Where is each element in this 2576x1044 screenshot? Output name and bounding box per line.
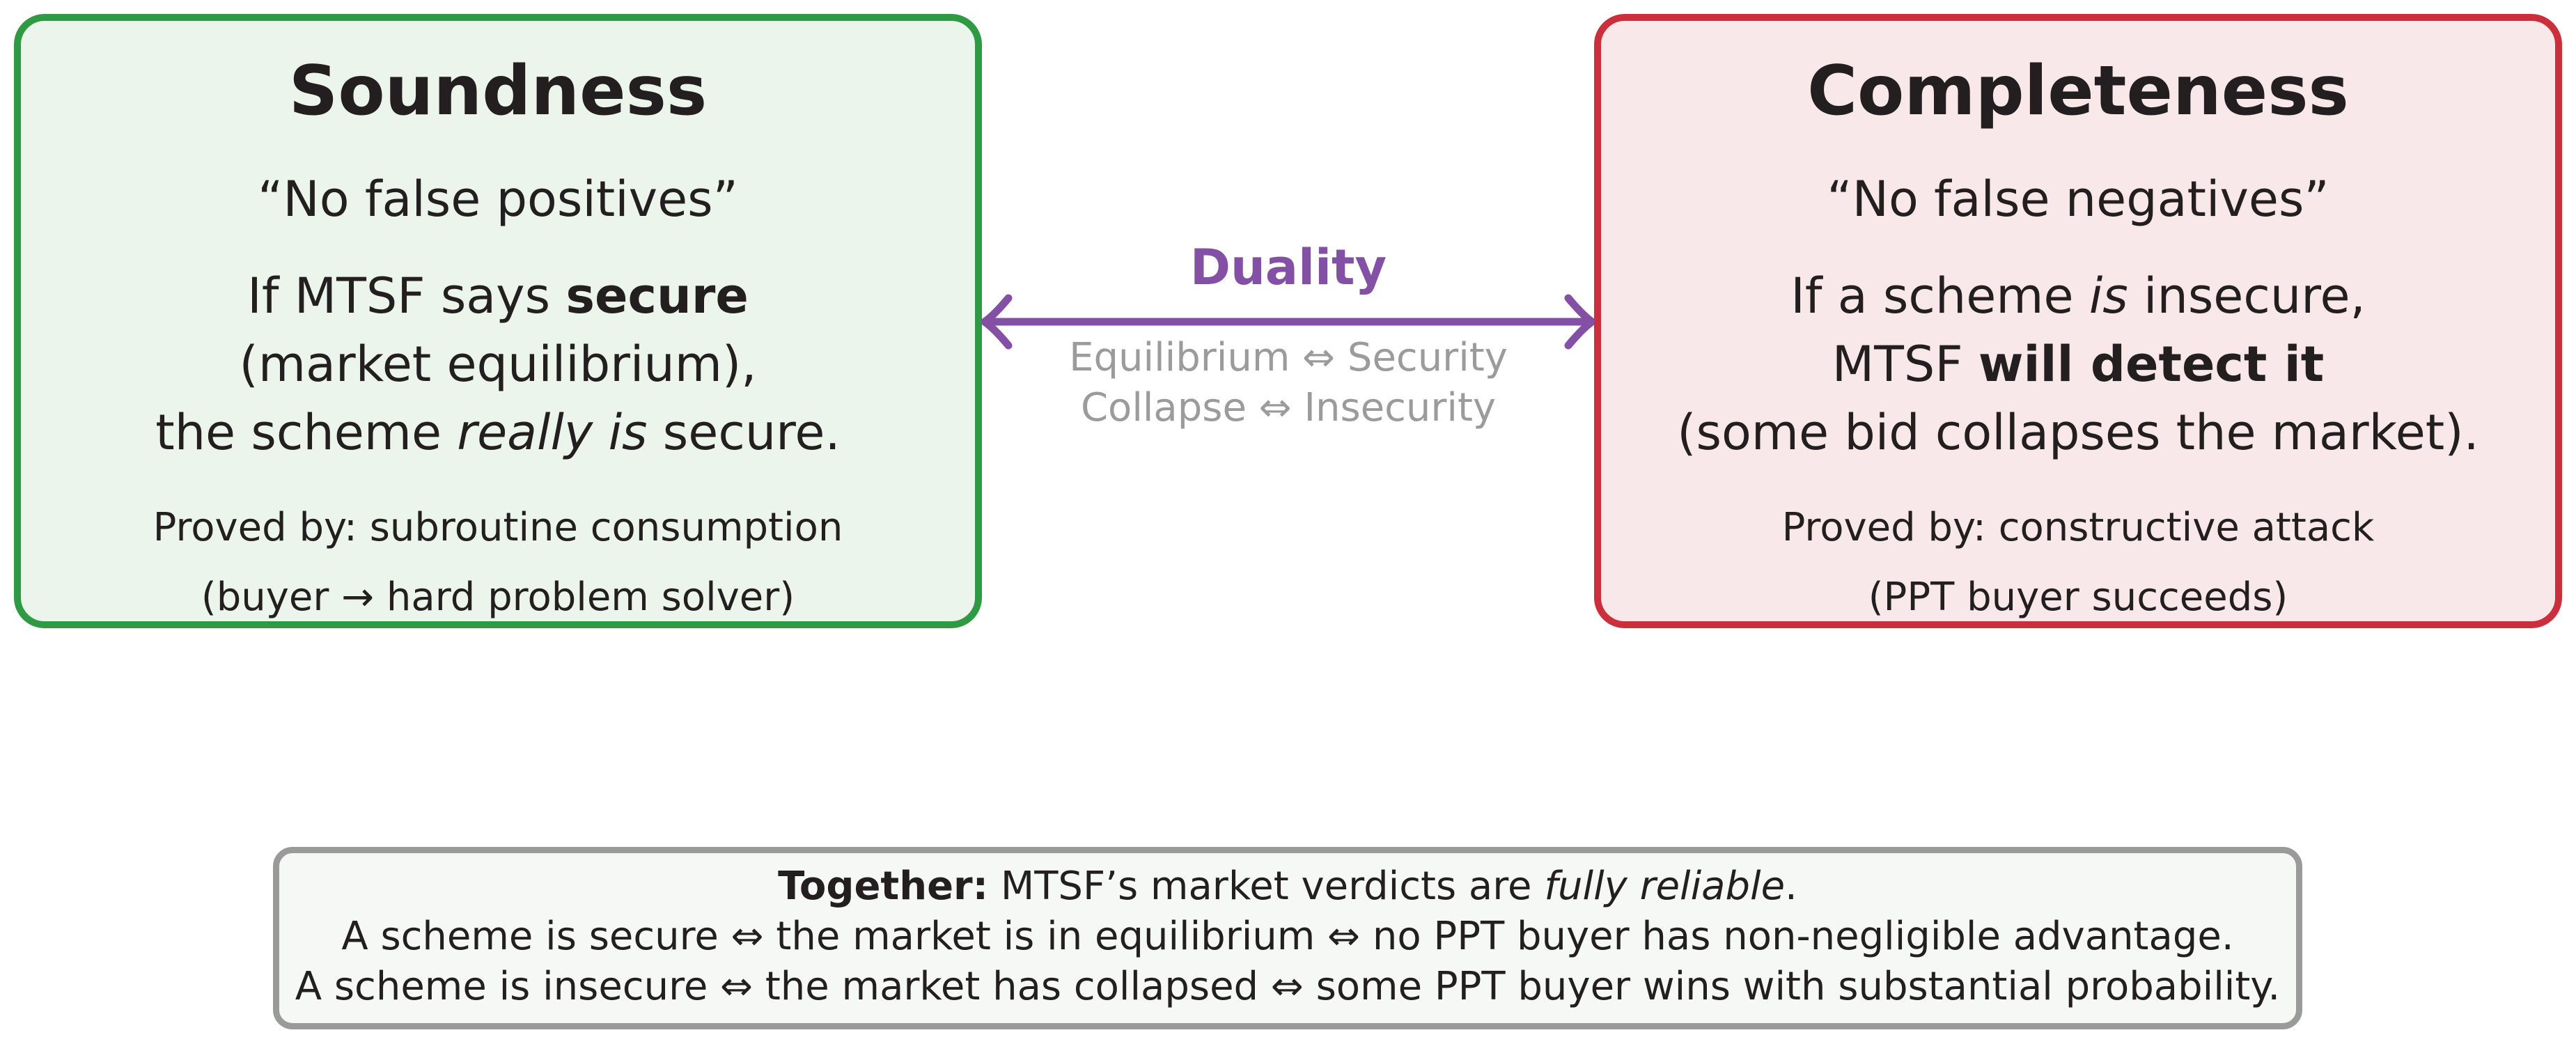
soundness-proof: Proved by: subroutine consumption (buyer… (21, 493, 975, 632)
duality-note-collapse: Collapse ⇔ Insecurity (1080, 385, 1497, 430)
soundness-quote: “No false positives” (258, 171, 738, 228)
double-headed-arrow-icon (981, 294, 1596, 350)
summary-period: . (1785, 864, 1797, 909)
completeness-title: Completeness (1807, 52, 2349, 131)
soundness-statement-text: the scheme (155, 404, 442, 461)
completeness-statement: If a scheme is insecure, MTSF will detec… (1601, 262, 2555, 467)
soundness-statement-line-3: the scheme really is secure. (21, 398, 975, 467)
completeness-statement-line-3: (some bid collapses the market). (1677, 404, 2479, 461)
soundness-proof-line-1: Proved by: subroutine consumption (153, 505, 843, 550)
summary-line-3: A scheme is insecure ⇔ the market has co… (295, 964, 2281, 1009)
completeness-statement-line-1: If a scheme is insecure, (1601, 262, 2555, 330)
soundness-secure-keyword: secure (565, 267, 749, 325)
completeness-statement-text: insecure, (2144, 267, 2366, 325)
completeness-detect-keyword: will detect it (1978, 336, 2325, 393)
completeness-quote: “No false negatives” (1827, 171, 2329, 228)
summary-box: Together: MTSF’s market verdicts are ful… (273, 847, 2302, 1029)
soundness-statement-text: secure. (662, 404, 841, 461)
summary-line-2: A scheme is secure ⇔ the market is in eq… (341, 914, 2234, 959)
completeness-emphasis: is (2089, 267, 2128, 325)
completeness-proof-line-1: Proved by: constructive attack (1781, 505, 2375, 550)
completeness-statement-line-2: MTSF will detect it (1601, 330, 2555, 398)
completeness-proof: Proved by: constructive attack (PPT buye… (1601, 493, 2555, 632)
duality-note-equilibrium: Equilibrium ⇔ Security (1069, 335, 1508, 380)
soundness-statement-line-1: If MTSF says secure (21, 262, 975, 330)
summary-text: MTSF’s market verdicts are (1000, 864, 1532, 909)
duality-label: Duality (1189, 239, 1387, 296)
soundness-statement-text: If MTSF says (247, 267, 551, 325)
completeness-statement-text: MTSF (1832, 336, 1963, 393)
soundness-emphasis: really is (457, 404, 648, 461)
duality-notes: Equilibrium ⇔ Security Collapse ⇔ Insecu… (1010, 333, 1567, 433)
soundness-proof-line-2: (buyer → hard problem solver) (201, 575, 795, 620)
summary-line-1: Together: MTSF’s market verdicts are ful… (279, 862, 2296, 912)
completeness-statement-text: If a scheme (1790, 267, 2074, 325)
completeness-box: Completeness “No false negatives” If a s… (1594, 14, 2562, 628)
soundness-box: Soundness “No false positives” If MTSF s… (14, 14, 982, 628)
soundness-statement: If MTSF says secure (market equilibrium)… (21, 262, 975, 467)
soundness-statement-line-2: (market equilibrium), (239, 336, 757, 393)
completeness-proof-line-2: (PPT buyer succeeds) (1868, 575, 2288, 620)
summary-emphasis: fully reliable (1544, 864, 1786, 909)
summary-together-label: Together: (778, 864, 989, 909)
soundness-title: Soundness (288, 52, 708, 131)
